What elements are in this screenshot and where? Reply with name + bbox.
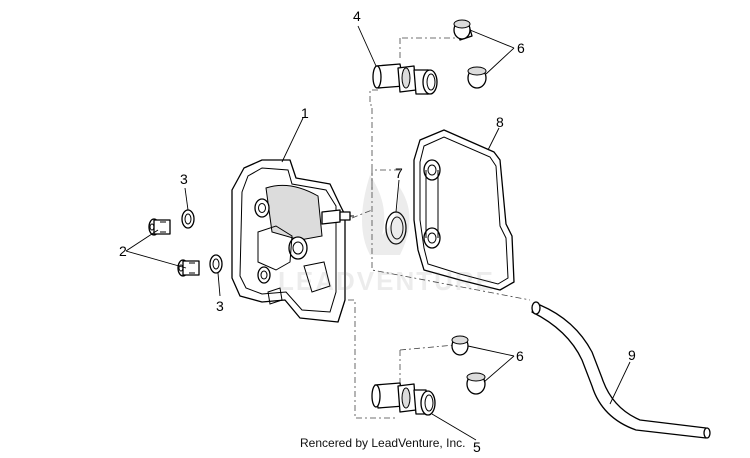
leader-lines: [125, 25, 631, 441]
callout-5: 5: [473, 439, 481, 455]
bolt-lower-part: [177, 259, 200, 277]
washer-upper-part: [181, 209, 195, 229]
plug-upper-a-part: [453, 19, 473, 41]
callout-labels: 1 2 3 3 4 5 6 6 7 8 9: [119, 8, 636, 455]
callout-1: 1: [301, 105, 309, 121]
breather-hose-part: [531, 301, 711, 439]
plug-lower-a-part: [451, 335, 469, 356]
washer-lower-part: [209, 254, 223, 274]
callout-8: 8: [496, 114, 504, 130]
callout-4: 4: [353, 8, 361, 24]
tube-upper-part: [372, 63, 438, 95]
plug-lower-b-part: [466, 372, 486, 395]
footer-credit: Rencered by LeadVenture, Inc.: [300, 436, 466, 450]
callout-6-lower: 6: [516, 348, 524, 364]
bolt-upper-part: [148, 218, 171, 236]
callout-3-upper: 3: [180, 171, 188, 187]
callout-6-upper: 6: [517, 40, 525, 56]
callout-2: 2: [119, 243, 127, 259]
assembly-guide-lines: [348, 37, 531, 419]
tube-lower-part: [371, 382, 436, 416]
callout-9: 9: [628, 347, 636, 363]
callout-3-lower: 3: [216, 298, 224, 314]
plug-upper-b-part: [467, 66, 487, 89]
callout-7: 7: [395, 165, 403, 181]
gasket-part: [413, 129, 515, 291]
o-ring-part: [385, 211, 407, 245]
valve-cover-part: [231, 159, 354, 323]
